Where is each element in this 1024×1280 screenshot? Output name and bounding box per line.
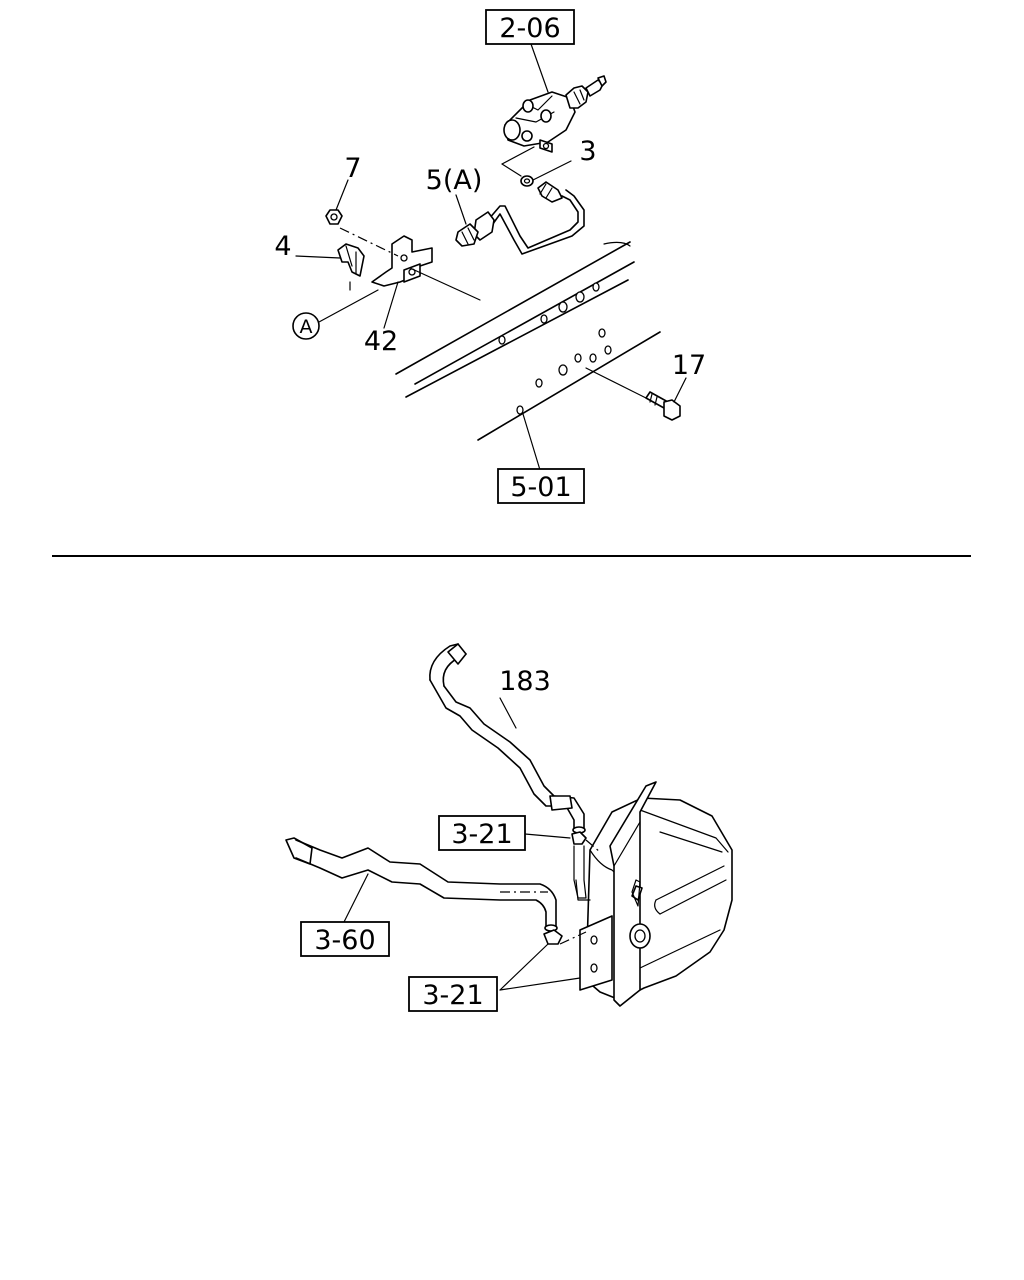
callout-ref-clip-top: 3-21 [438,815,526,851]
upper-assembly: 2-06 3 7 5(A) 4 A 42 17 5-01 [274,9,706,504]
callout-ref-clip-top-text: 3-21 [451,819,512,850]
callout-ref-clip-bottom: 3-21 [408,976,498,1012]
hose-3-60 [285,837,563,945]
frame-rail [395,241,661,441]
bracket-42 [371,235,433,287]
callout-part-4: 4 [274,231,291,262]
callout-ref-clip-bottom-text: 3-21 [422,980,483,1011]
callout-ref-frame: 5-01 [497,468,585,504]
leader-lines-lower [343,697,601,991]
tank-inlet-pipes [575,879,641,907]
washer-3 [520,175,534,187]
callout-ref-clutch: 2-06 [485,9,575,45]
clutch-slave-cylinder [503,75,607,153]
leader-lines-upper [295,43,687,471]
callout-part-5: 5(A) [426,165,483,196]
callout-ref-hose: 3-60 [300,921,390,957]
callout-part-3: 3 [579,136,596,167]
nut-7 [325,209,343,225]
circle-callout-a-text: A [300,316,313,338]
callout-part-17: 17 [672,350,706,381]
callout-part-183: 183 [499,666,551,697]
clutch-pipe [455,181,585,255]
callout-ref-frame-text: 5-01 [510,472,571,503]
hose-183 [429,643,587,899]
bolt-17 [645,391,681,421]
circle-callout-a: A [292,312,320,340]
reservoir-tank [579,781,733,1007]
clip-4 [337,243,365,277]
callout-part-42: 42 [364,326,398,357]
callout-ref-clutch-text: 2-06 [499,13,560,44]
lower-assembly: 183 3-21 3-60 3-21 [285,643,733,1012]
callout-ref-hose-text: 3-60 [314,925,375,956]
callout-part-7: 7 [344,153,361,184]
